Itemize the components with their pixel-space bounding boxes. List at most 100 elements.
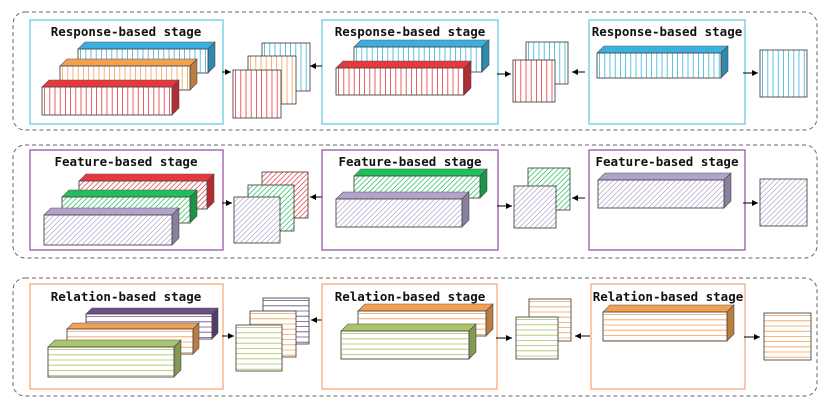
block-top-face — [353, 39, 490, 48]
map-outline — [515, 316, 559, 360]
block-top-face — [597, 172, 732, 181]
feature-map — [763, 312, 812, 361]
stage-label: Response-based stage — [592, 24, 743, 39]
stage-label: Response-based stage — [335, 24, 486, 39]
block-side-shade — [462, 192, 469, 227]
stage-box-1: Response-based stage — [29, 19, 224, 125]
row-frame — [12, 144, 818, 259]
hatch-pattern — [603, 314, 727, 341]
block-outline — [335, 67, 465, 96]
block-outline — [596, 52, 722, 79]
stage-label: Feature-based stage — [55, 154, 198, 169]
stage-box-3: Response-based stage — [588, 19, 746, 125]
stage-label: Relation-based stage — [593, 289, 744, 304]
row-frame — [12, 277, 818, 397]
block-top-face — [353, 168, 488, 177]
stage-box-1: Relation-based stage — [29, 283, 224, 390]
block-side-shade — [480, 169, 487, 198]
hatch-pattern — [599, 53, 720, 78]
block-front-face — [602, 311, 728, 342]
block-top-face — [77, 41, 216, 50]
hatch-pattern — [341, 333, 469, 355]
map-outline — [512, 59, 556, 103]
hatch-pattern — [516, 319, 558, 357]
hatch-pattern — [338, 68, 464, 95]
block-front-face — [43, 214, 173, 246]
block-top-face — [340, 323, 477, 332]
feature-map — [512, 59, 556, 103]
feature-map-stack — [513, 167, 571, 229]
block-top-face — [357, 303, 494, 312]
hatch-pattern — [44, 215, 172, 245]
block-outline — [340, 330, 470, 360]
block-outline — [597, 179, 725, 209]
stage-box-2: Relation-based stage — [321, 283, 498, 390]
block-top-face — [59, 58, 198, 67]
feature-map — [232, 69, 282, 119]
feature-map — [759, 49, 808, 98]
block-side-shade — [469, 324, 476, 359]
block-side-shade — [486, 304, 493, 336]
block-side-shade — [721, 46, 728, 78]
feature-block — [47, 339, 182, 378]
block-top-face — [47, 339, 182, 348]
map-background — [233, 70, 281, 118]
stage-box-3: Feature-based stage — [588, 149, 746, 251]
map-background — [513, 60, 555, 102]
stage-label: Relation-based stage — [335, 289, 486, 304]
row-feature: Feature-based stage Feature-based stage … — [12, 144, 818, 259]
feature-map-stack — [233, 171, 309, 244]
block-top-face — [66, 322, 200, 330]
hatch-pattern — [760, 179, 807, 226]
feature-map — [233, 196, 281, 244]
block-side-shade — [174, 340, 181, 377]
hatch-pattern — [336, 199, 462, 227]
feature-map-stack — [232, 42, 311, 119]
feature-block — [596, 45, 729, 79]
feature-map-stack — [235, 297, 310, 372]
block-top-face — [596, 45, 729, 54]
map-outline — [232, 69, 282, 119]
block-outline — [47, 346, 175, 378]
block-front-face — [47, 346, 175, 378]
block-side-shade — [207, 174, 214, 209]
block-outline — [41, 86, 173, 116]
block-side-shade — [190, 190, 197, 223]
hatch-pattern — [764, 315, 811, 358]
map-outline — [759, 49, 808, 98]
hatch-pattern — [48, 349, 174, 377]
map-background — [516, 317, 558, 359]
stage-label: Response-based stage — [51, 24, 202, 39]
stage-label: Feature-based stage — [596, 154, 739, 169]
row-relation: Relation-based stage Relation-based stag… — [12, 277, 818, 397]
feature-map-stack — [512, 41, 569, 103]
block-side-shade — [172, 208, 179, 245]
stage-box-3: Relation-based stage — [590, 283, 746, 390]
hatch-pattern — [515, 60, 553, 102]
block-side-shade — [208, 42, 215, 73]
row-response: Response-based stage Response-based stag… — [12, 11, 818, 131]
feature-block — [335, 60, 472, 96]
block-side-shade — [172, 80, 179, 115]
block-front-face — [335, 67, 465, 96]
feature-map — [235, 324, 283, 372]
block-top-face — [78, 173, 215, 182]
hatch-pattern — [234, 197, 280, 243]
row-frame — [12, 11, 818, 131]
hatch-pattern — [598, 180, 724, 208]
feature-block — [597, 172, 732, 209]
block-top-face — [335, 191, 470, 200]
block-outline — [602, 311, 728, 342]
feature-map — [513, 185, 557, 229]
stage-label: Relation-based stage — [51, 289, 202, 304]
block-top-face — [43, 207, 180, 216]
feature-block — [335, 191, 470, 228]
feature-map-stack — [515, 298, 572, 360]
stage-box-1: Feature-based stage — [29, 149, 224, 251]
block-top-face — [41, 79, 180, 88]
hatch-pattern — [236, 327, 282, 370]
block-side-shade — [482, 40, 489, 72]
block-side-shade — [193, 323, 199, 354]
block-outline — [43, 214, 173, 246]
